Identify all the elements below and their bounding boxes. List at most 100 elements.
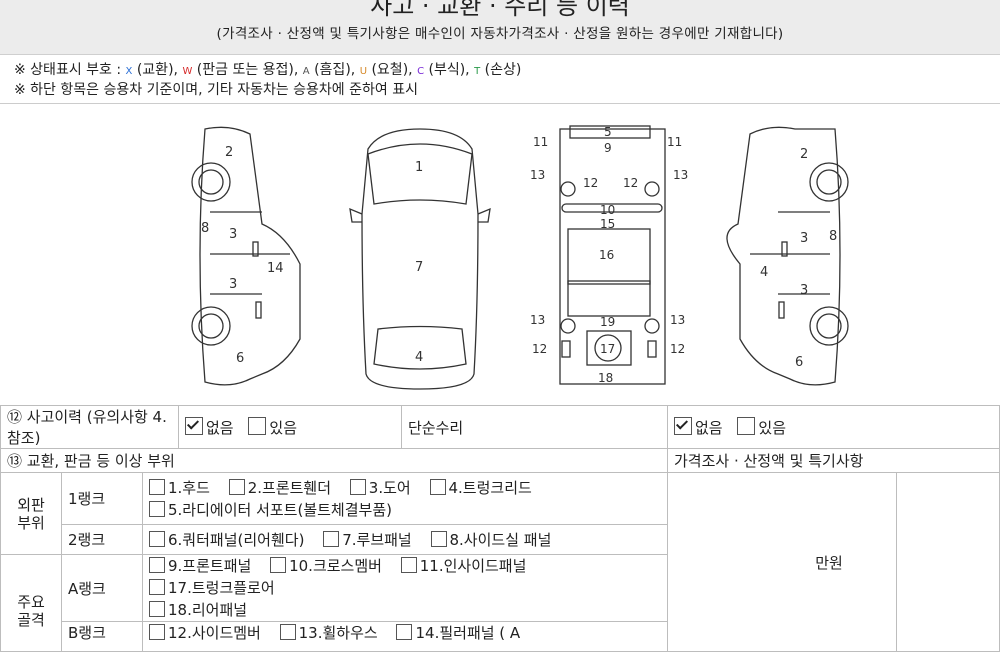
label-right-3b: 3 (800, 283, 808, 298)
simple-repair-options: 없음 있음 (667, 405, 1000, 449)
trunk-floor-checkbox[interactable] (149, 579, 165, 595)
door-checkbox[interactable] (349, 478, 366, 495)
label-frame-15: 15 (600, 217, 615, 231)
cross-member-label: 10.크로스멤버 (289, 557, 382, 575)
rank1-label: 1랭크 (61, 472, 143, 525)
label-frame-11b: 11 (667, 135, 682, 149)
accident-options: 없음 있음 (178, 405, 402, 449)
legend-label-c: (부식), (428, 62, 470, 78)
accident-yes-label: 있음 (269, 418, 297, 437)
roof-panel-label: 7.루브패널 (342, 531, 412, 549)
hood-label: 1.후드 (168, 478, 210, 497)
hood-checkbox[interactable] (149, 478, 165, 495)
quarter-panel-checkbox[interactable] (149, 531, 165, 547)
label-top-7: 7 (415, 260, 423, 275)
label-left-3b: 3 (229, 277, 237, 292)
page-title: 사고 · 교환 · 수리 등 이력 (370, 0, 630, 20)
front-panel-label: 9.프론트패널 (168, 557, 252, 575)
exchange-label: ⑬ 교환, 판금 등 이상 부위 (0, 448, 668, 473)
roof-panel-checkbox[interactable] (323, 531, 340, 547)
label-frame-12b: 12 (623, 176, 638, 190)
rankA-items: 9.프론트패널 10.크로스멤버 11.인사이드패널 17.트렁크플로어 18.… (142, 554, 668, 622)
accident-yes-checkbox[interactable] (248, 416, 267, 435)
legend-prefix: ※ 상태표시 부호 : (14, 62, 122, 78)
label-frame-12d: 12 (670, 342, 685, 356)
price-unit: 만원 (815, 553, 843, 572)
trunk-lid-checkbox[interactable] (429, 478, 446, 495)
trunk-floor-label: 17.트렁크플로어 (168, 579, 275, 597)
cross-member-checkbox[interactable] (270, 557, 287, 573)
door-label: 3.도어 (368, 478, 411, 497)
legend-label-u: (요철), (371, 62, 413, 78)
side-sill-checkbox[interactable] (430, 531, 447, 547)
left-side-car: 2 8 3 14 3 6 (191, 126, 301, 386)
price-header: 가격조사 · 산정액 및 특기사항 (667, 448, 1000, 473)
wheel-house-checkbox[interactable] (279, 624, 296, 640)
label-frame-9: 9 (604, 141, 612, 155)
exterior-category: 외판 부위 (0, 472, 62, 555)
side-member-checkbox[interactable] (149, 624, 165, 640)
status-legend: ※ 상태표시 부호 : X (교환), W (판금 또는 용접), A (흠집)… (14, 61, 521, 99)
accident-label: ⑫ 사고이력 (유의사항 4.참조) (0, 405, 179, 449)
label-left-8: 8 (201, 221, 209, 236)
label-frame-10: 10 (600, 203, 615, 217)
label-right-3a: 3 (800, 231, 808, 246)
rankB-label: B랭크 (61, 621, 143, 652)
front-fender-checkbox[interactable] (228, 478, 245, 495)
repair-none-checkbox[interactable] (674, 416, 692, 435)
label-frame-12c: 12 (532, 342, 547, 356)
label-frame-12a: 12 (583, 176, 598, 190)
label-frame-13a: 13 (530, 168, 545, 182)
price-amount-cell[interactable]: 만원 (667, 472, 897, 652)
rear-wheel-right (809, 306, 849, 346)
label-left-2: 2 (225, 145, 233, 160)
label-right-8: 8 (829, 229, 837, 244)
radiator-support-checkbox[interactable] (149, 500, 165, 517)
label-frame-11a: 11 (533, 135, 548, 149)
exterior-rank2-row: 2랭크 6.쿼터패널(리어휀다) 7.루브패널 8.사이드실 패널 (1, 524, 1000, 555)
rank2-label: 2랭크 (61, 524, 143, 555)
legend-code-a: A (302, 66, 310, 77)
rankB-items: 12.사이드멤버 13.휠하우스 14.필러패널 ( A (142, 621, 668, 652)
side-member-label: 12.사이드멤버 (168, 624, 261, 642)
frame-view: 5 9 11 11 13 13 12 12 10 15 16 13 13 19 … (530, 125, 688, 385)
legend-symbols: ※ 상태표시 부호 : X (교환), W (판금 또는 용접), A (흠집)… (14, 61, 521, 81)
label-frame-13d: 13 (670, 313, 685, 327)
label-frame-16: 16 (599, 248, 614, 262)
legend-label-w: (판금 또는 용접), (196, 62, 299, 78)
inside-panel-checkbox[interactable] (400, 557, 417, 573)
label-right-6: 6 (795, 355, 803, 370)
legend-code-x: X (125, 66, 133, 77)
legend-code-w: W (182, 66, 193, 77)
wheel-house-label: 13.휠하우스 (298, 624, 378, 642)
label-right-2: 2 (800, 147, 808, 162)
repair-yes-checkbox[interactable] (737, 416, 756, 435)
accident-none-checkbox[interactable] (185, 416, 203, 435)
notes-cell[interactable] (896, 472, 1000, 652)
pillar-panel-checkbox[interactable] (396, 624, 413, 640)
rear-wheel-left (191, 306, 231, 346)
rear-panel-checkbox[interactable] (149, 601, 165, 617)
frame-category: 주요 골격 (0, 554, 62, 652)
accident-none-label: 없음 (206, 418, 234, 437)
exterior-rank1-row: 외판 부위 1랭크 1.후드 2.프론트휀더 3.도어 4.트렁크리드 5.라디… (0, 472, 1000, 652)
rankA-label: A랭크 (61, 554, 143, 622)
front-panel-checkbox[interactable] (149, 557, 165, 573)
radiator-support-label: 5.라디에이터 서포트(볼트체결부품) (168, 500, 392, 519)
legend-code-u: U (359, 66, 368, 77)
label-left-14: 14 (267, 261, 284, 276)
page-header: 사고 · 교환 · 수리 등 이력 (가격조사 · 산정액 및 특기사항은 매수… (0, 0, 1000, 55)
exchange-row: ⑬ 교환, 판금 등 이상 부위 가격조사 · 산정액 및 특기사항 (0, 448, 1000, 473)
front-wheel-right (809, 162, 849, 202)
label-frame-18: 18 (598, 371, 613, 385)
page-subtitle: (가격조사 · 산정액 및 특기사항은 매수인이 자동차가격조사 · 산정을 원… (216, 26, 784, 42)
car-diagram: 2 8 3 14 3 6 1 7 4 (0, 103, 1000, 404)
car-diagram-svg: 2 8 3 14 3 6 1 7 4 (191, 125, 849, 390)
quarter-panel-label: 6.쿼터패널(리어휀다) (168, 531, 305, 549)
history-table: ⑫ 사고이력 (유의사항 4.참조) 없음 있음 단순수리 없음 있음 ⑬ 교환… (0, 405, 1000, 652)
label-frame-19: 19 (600, 315, 615, 329)
label-top-1: 1 (415, 160, 423, 175)
label-left-3a: 3 (229, 227, 237, 242)
rank2-items: 6.쿼터패널(리어휀다) 7.루브패널 8.사이드실 패널 (142, 524, 668, 555)
side-sill-label: 8.사이드실 패널 (449, 531, 552, 549)
